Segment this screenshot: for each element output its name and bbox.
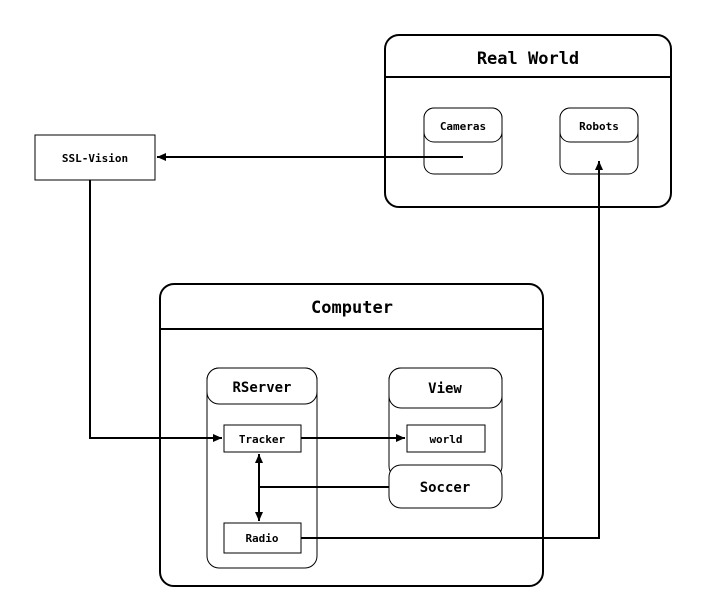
robots-node-header bbox=[559, 107, 639, 143]
ssl-vision-label: SSL-Vision bbox=[62, 152, 128, 165]
view-node: View world Soccer bbox=[388, 367, 503, 509]
view-title: View bbox=[428, 381, 462, 397]
ssl-vision-box bbox=[34, 134, 156, 181]
rserver-title: RServer bbox=[232, 380, 291, 396]
rserver-node: RServer Tracker Radio bbox=[206, 367, 318, 569]
real-world-title: Real World bbox=[477, 49, 579, 69]
radio-label: Radio bbox=[245, 532, 278, 545]
soccer-label: Soccer bbox=[420, 480, 471, 496]
robots-node: Robots bbox=[559, 107, 639, 175]
rserver-header bbox=[206, 367, 318, 405]
world-box bbox=[406, 424, 486, 453]
radio-to-robots-arrow bbox=[301, 161, 603, 539]
cameras-label: Cameras bbox=[440, 120, 486, 133]
cameras-node-header bbox=[423, 107, 503, 143]
radio-box bbox=[223, 522, 302, 554]
cameras-node: Cameras bbox=[423, 107, 503, 175]
world-label: world bbox=[429, 433, 462, 446]
tracker-label: Tracker bbox=[239, 433, 286, 446]
computer-group: Computer RServer Tracker Radio View worl… bbox=[159, 283, 544, 587]
robots-label: Robots bbox=[579, 120, 619, 133]
real-world-group: Real World Cameras Robots bbox=[384, 34, 672, 208]
ssl-vision-to-tracker-arrow bbox=[89, 180, 222, 442]
view-header bbox=[388, 367, 503, 409]
ssl-vision-node: SSL-Vision bbox=[34, 134, 156, 181]
tracker-box bbox=[223, 424, 302, 453]
computer-title: Computer bbox=[311, 298, 393, 318]
